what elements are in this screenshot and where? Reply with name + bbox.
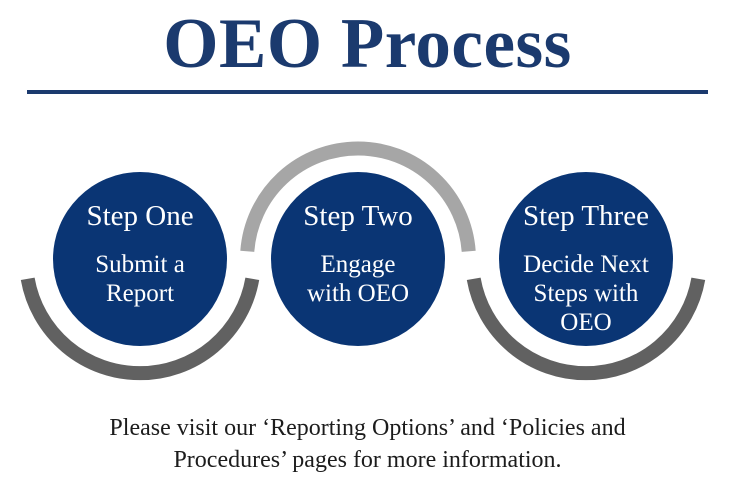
- page-title: OEO Process: [163, 5, 572, 83]
- step-three-circle: Step Three Decide Next Steps with OEO: [499, 172, 673, 346]
- step-two-description-line: with OEO: [306, 280, 410, 307]
- step-two-heading: Step Two: [303, 200, 413, 232]
- step-three-description-line: Steps with: [533, 280, 639, 307]
- step-two-description-line: Engage: [320, 251, 396, 278]
- step-three-heading: Step Three: [523, 200, 649, 232]
- step-one-description: Submit a Report: [95, 250, 185, 308]
- step-three-description: Decide Next Steps with OEO: [523, 250, 649, 337]
- step-two-circle: Step Two Engage with OEO: [271, 172, 445, 346]
- footer-note: Please visit our ‘Reporting Options’ and…: [0, 412, 735, 476]
- footer-note-line: Please visit our ‘Reporting Options’ and…: [109, 415, 626, 441]
- step-three-description-line: Decide Next: [523, 251, 649, 278]
- connector-arc-right: [466, 277, 706, 381]
- step-three-description-line: OEO: [560, 309, 612, 336]
- step-one-description-line: Report: [105, 280, 175, 307]
- step-one-heading: Step One: [86, 200, 194, 232]
- connector-arc-middle: [240, 141, 476, 252]
- footer-note-line: Procedures’ pages for more information.: [173, 447, 562, 473]
- step-one-circle: Step One Submit a Report: [53, 172, 227, 346]
- connector-arc-left: [20, 277, 260, 381]
- step-one-description-line: Submit a: [95, 251, 185, 278]
- title-underline-rule: [27, 90, 708, 94]
- step-two-description: Engage with OEO: [307, 250, 409, 308]
